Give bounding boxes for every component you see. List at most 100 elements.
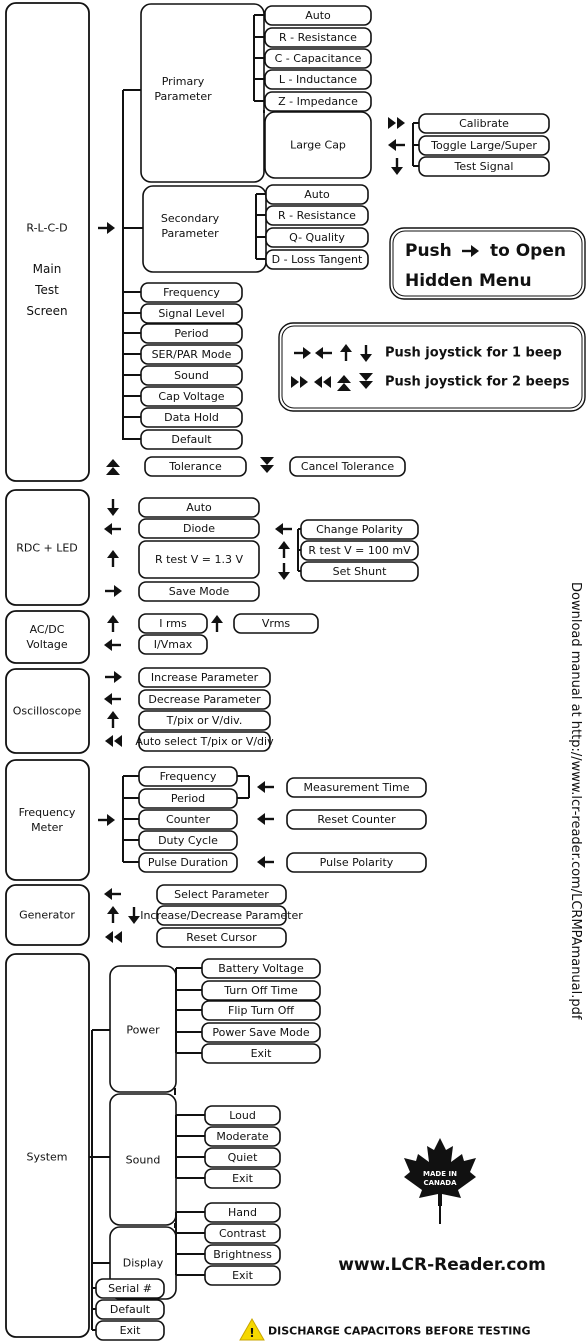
group-osc-title: Oscilloscope xyxy=(13,705,82,718)
legend-double-up-arrow-icon xyxy=(337,375,351,391)
secondary-item-label: Auto xyxy=(304,188,330,201)
primary-item xyxy=(264,27,372,48)
menu-item-label: Sound xyxy=(174,369,209,382)
arrow-icon xyxy=(107,550,119,567)
arrow-icon xyxy=(105,585,122,597)
sys-bottom-item xyxy=(95,1278,165,1299)
sys-bottom-item-label: Default xyxy=(110,1303,151,1316)
hidden-menu-note-inner xyxy=(392,230,583,297)
legend-up-arrow-icon xyxy=(340,344,352,361)
sound-item-label: Exit xyxy=(232,1172,254,1185)
double-up-arrow-icon xyxy=(106,459,120,475)
maple-leaf-icon xyxy=(404,1138,476,1206)
sound-title: Sound xyxy=(126,1154,161,1167)
arrow-icon xyxy=(98,814,115,826)
display-item-label: Exit xyxy=(232,1269,254,1282)
freq-item-label: Frequency xyxy=(160,770,217,783)
primary-parameter-title: Primary xyxy=(162,75,205,88)
hidden-menu-line2: Hidden Menu xyxy=(405,271,532,291)
freq-side-item-label: Pulse Polarity xyxy=(320,856,394,869)
legend-double-down-arrow-icon xyxy=(359,373,373,389)
acdc-item xyxy=(138,613,208,634)
arrow-icon xyxy=(257,813,274,825)
double-arrow-icon xyxy=(105,931,122,943)
legend-double-right-arrow-icon xyxy=(291,376,308,388)
left-arrow-icon xyxy=(388,139,405,151)
arrow-icon xyxy=(275,523,292,535)
rdc-sub-item xyxy=(300,519,419,540)
secondary-parameter-title: Secondary xyxy=(161,212,220,225)
legend-box xyxy=(278,322,586,412)
arrow-icon xyxy=(104,639,121,651)
freq-item xyxy=(138,830,238,851)
warning-icon xyxy=(239,1317,265,1341)
hidden-menu-note xyxy=(389,227,586,300)
large-cap-item xyxy=(418,156,550,177)
menu-item xyxy=(140,429,243,450)
gen-item xyxy=(156,884,287,905)
freq-item-label: Duty Cycle xyxy=(158,834,218,847)
osc-item-label: Decrease Parameter xyxy=(148,693,261,706)
group-acdc xyxy=(5,610,90,664)
primary-parameter-title: Parameter xyxy=(154,90,212,103)
sys-bottom-item xyxy=(95,1320,165,1341)
menu-item xyxy=(140,303,243,324)
menu-item xyxy=(140,365,243,386)
power-item xyxy=(201,1000,321,1021)
tolerance-item xyxy=(144,456,247,477)
freq-side-item xyxy=(286,852,427,873)
osc-item xyxy=(138,689,271,710)
display-item-label: Brightness xyxy=(213,1248,272,1261)
secondary-item xyxy=(265,184,369,205)
menu-item xyxy=(140,344,243,365)
badge-line1: MADE IN xyxy=(423,1170,457,1178)
rdc-sub-item-label: R test V = 100 mV xyxy=(308,544,411,557)
osc-item-label: Increase Parameter xyxy=(151,671,259,684)
primary-item xyxy=(264,5,372,26)
primary-item-label: C - Capacitance xyxy=(275,52,362,65)
group-rlcd-title: R-L-C-D xyxy=(26,222,67,235)
primary-item-label: Auto xyxy=(305,9,331,22)
legend-double-left-arrow-icon xyxy=(314,376,331,388)
freq-item xyxy=(138,809,238,830)
group-osc xyxy=(5,668,90,754)
sound-item xyxy=(204,1168,281,1189)
sound-item xyxy=(204,1105,281,1126)
arrow-icon xyxy=(211,615,223,632)
primary-item xyxy=(264,69,372,90)
rdc-sub-item xyxy=(300,561,419,582)
large-cap-item-label: Toggle Large/Super xyxy=(430,139,537,152)
rdc-sub-item xyxy=(300,540,419,561)
arrow-icon xyxy=(257,781,274,793)
menu-item-label: Data Hold xyxy=(164,411,219,424)
hidden-menu-right-arrow-icon xyxy=(462,245,479,257)
primary-item xyxy=(264,91,372,112)
group-gen-title: Generator xyxy=(19,909,75,922)
arrow-icon xyxy=(128,907,140,924)
secondary-item xyxy=(265,249,369,270)
arrow-icon xyxy=(107,499,119,516)
power-item xyxy=(201,1022,321,1043)
sound-item xyxy=(204,1126,281,1147)
power-title: Power xyxy=(126,1024,160,1037)
osc-item-label: T/pix or V/div. xyxy=(166,714,243,727)
display-item-label: Hand xyxy=(228,1206,257,1219)
sound-item xyxy=(204,1147,281,1168)
power-item-label: Exit xyxy=(251,1047,273,1060)
cancel-tolerance-item-label: Cancel Tolerance xyxy=(301,460,394,473)
warning-mark: ! xyxy=(249,1326,254,1340)
sys-bottom-item-label: Serial # xyxy=(108,1282,152,1295)
osc-item-label: Auto select T/pix or V/div xyxy=(135,735,274,748)
menu-item-label: Default xyxy=(171,433,212,446)
tolerance-item-label: Tolerance xyxy=(168,460,222,473)
arrow-icon xyxy=(104,693,121,705)
menu-item xyxy=(140,386,243,407)
website: www.LCR-Reader.com xyxy=(338,1255,546,1275)
large-cap-item-label: Test Signal xyxy=(454,160,514,173)
hidden-menu-push: Push xyxy=(405,241,452,261)
freq-item-label: Period xyxy=(171,792,205,805)
osc-item xyxy=(138,710,271,731)
group-rlcd xyxy=(5,2,90,482)
